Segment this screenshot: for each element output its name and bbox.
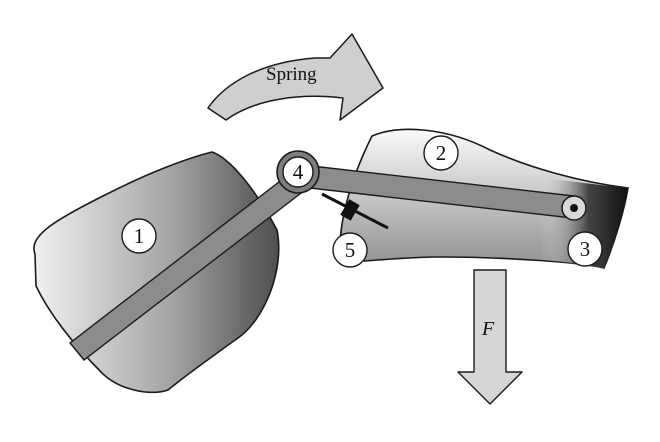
svg-text:2: 2	[436, 141, 447, 165]
main-joint	[276, 150, 320, 194]
proximal-segment	[33, 151, 280, 394]
svg-text:5: 5	[345, 238, 356, 262]
spring-label: Spring	[266, 64, 317, 85]
part-4-marker: 4	[293, 160, 304, 184]
force-label: F	[481, 318, 495, 340]
svg-text:3: 3	[580, 237, 591, 261]
svg-text:4: 4	[293, 160, 304, 184]
force-arrow	[457, 269, 523, 405]
distal-pivot	[561, 195, 587, 221]
part-5-marker: 5	[332, 232, 368, 268]
svg-text:1: 1	[134, 224, 145, 248]
stop-pin	[321, 192, 389, 230]
part-2-marker: 2	[423, 135, 459, 171]
spring-arrow	[207, 33, 384, 121]
part-3-marker: 3	[567, 231, 603, 267]
part-1-marker: 1	[121, 218, 157, 254]
